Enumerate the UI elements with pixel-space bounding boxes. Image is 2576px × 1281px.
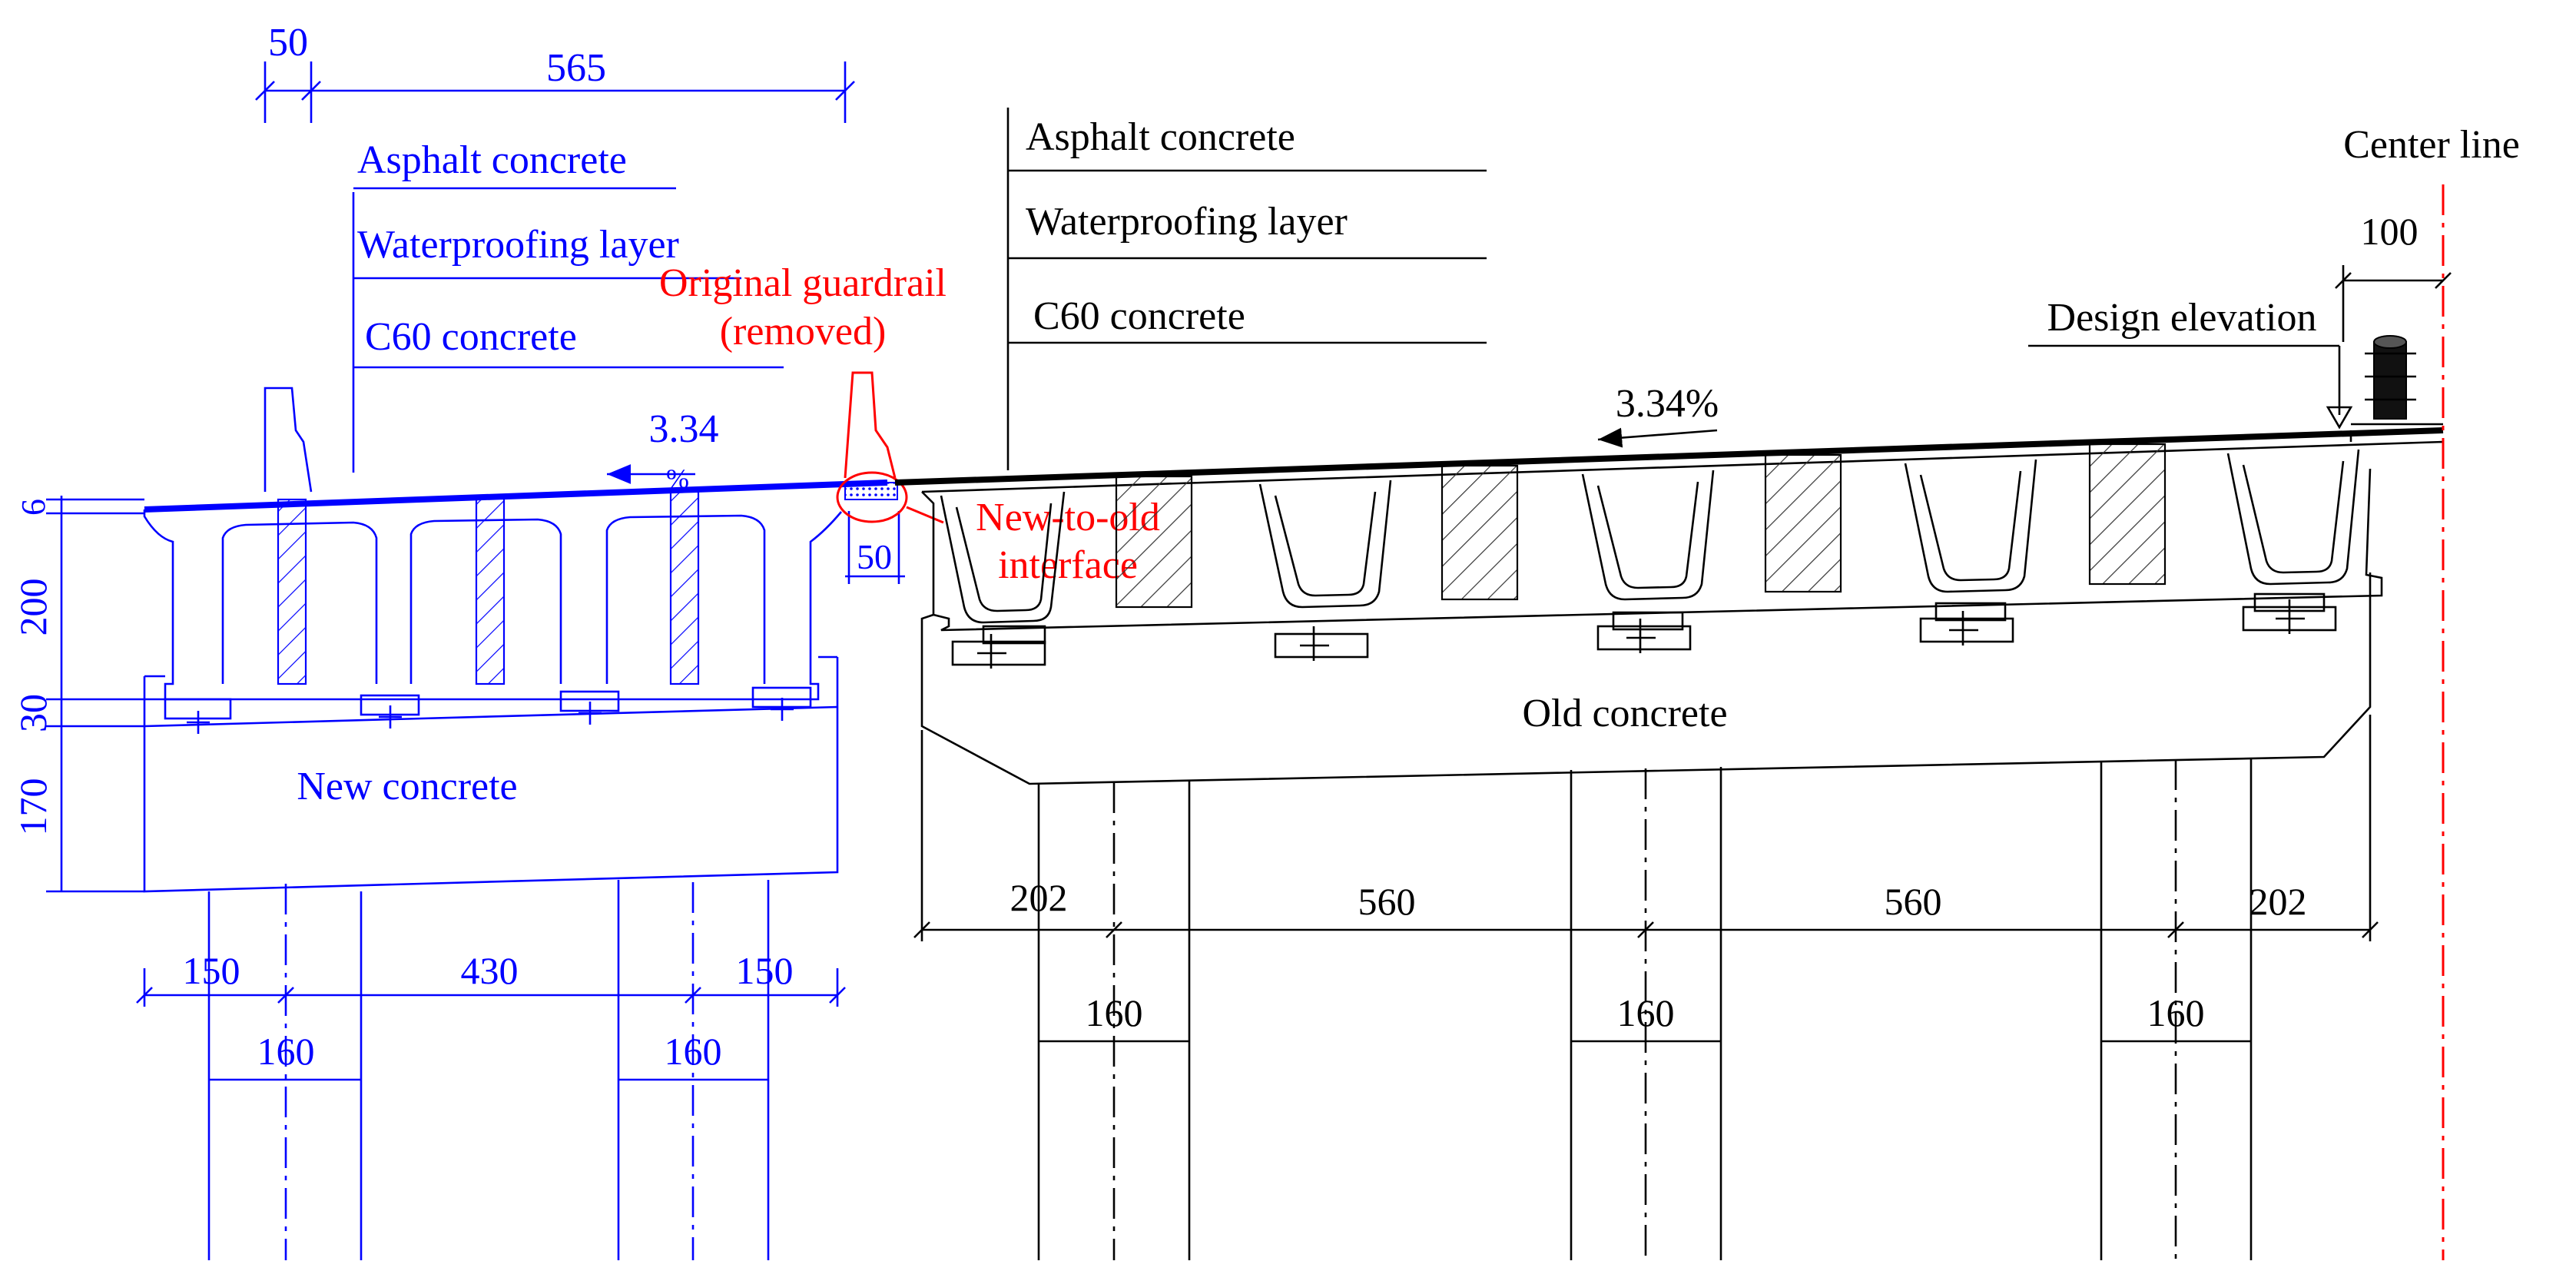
new-top-dimension: 50 565 — [255, 21, 855, 123]
dim-160-old-2: 160 — [1617, 991, 1675, 1034]
old-layer-waterproofing: Waterproofing layer — [1026, 200, 1348, 244]
old-layer-c60: C60 concrete — [1033, 294, 1245, 338]
dim-560-left: 560 — [1358, 880, 1416, 923]
old-concrete-label: Old concrete — [1522, 692, 1727, 735]
dim-200: 200 — [12, 579, 55, 636]
new-guardrail — [264, 387, 313, 493]
interface-label-2: interface — [998, 543, 1138, 587]
new-concrete-label: New concrete — [297, 765, 517, 808]
new-slope-indicator: 3.34 % — [607, 407, 719, 494]
old-bottom-dimensions: 202 560 560 202 160 160 160 — [913, 715, 2379, 1043]
interface-joint-fill — [844, 482, 898, 500]
center-line-label: Center line — [2343, 123, 2520, 167]
dim-560-right: 560 — [1885, 880, 1942, 923]
dim-150-left: 150 — [183, 949, 240, 992]
median-barrier-post — [2351, 335, 2443, 426]
dim-160-old-1: 160 — [1086, 991, 1143, 1034]
old-columns — [1037, 758, 2253, 1260]
design-elevation-label: Design elevation — [2047, 296, 2317, 340]
design-elevation-marker: Design elevation — [2028, 296, 2353, 430]
new-layer-c60: C60 concrete — [365, 315, 577, 359]
dim-202-left: 202 — [1010, 876, 1068, 919]
dim-170: 170 — [12, 778, 55, 836]
new-layer-callouts: Asphalt concrete Waterproofing layer C60… — [352, 138, 784, 473]
dim-50-joint: 50 — [857, 537, 892, 576]
dim-30: 30 — [12, 694, 55, 732]
old-trapezoid-girders — [940, 449, 2360, 624]
dim-202-right: 202 — [2249, 880, 2307, 923]
new-slope-value: 3.34 — [649, 407, 719, 451]
old-layer-callouts: Asphalt concrete Waterproofing layer C60… — [1006, 108, 1487, 470]
new-hatched-joints — [277, 490, 700, 685]
new-columns — [207, 880, 770, 1260]
old-deck-surface — [894, 427, 2444, 486]
joint-width-dimension: 50 — [845, 511, 905, 584]
removed-guardrail — [844, 371, 897, 479]
old-slope-value: 3.34% — [1616, 382, 1719, 426]
dim-150-right: 150 — [736, 949, 794, 992]
new-deck-surface — [144, 480, 888, 513]
new-layer-asphalt: Asphalt concrete — [357, 138, 627, 182]
new-bottom-dimensions: 150 430 150 160 160 — [136, 949, 846, 1081]
old-section: Asphalt concrete Waterproofing layer C60… — [894, 108, 2520, 1260]
old-deck-outline — [921, 468, 2383, 632]
dim-160-new-2: 160 — [665, 1030, 722, 1073]
new-pier-cap — [143, 707, 839, 893]
old-hatched-joints — [1115, 443, 2167, 609]
guardrail-label-2: (removed) — [720, 310, 887, 353]
dim-565-top: 565 — [546, 46, 606, 90]
dim-100-center: 100 — [2361, 210, 2419, 253]
dim-160-old-3: 160 — [2147, 991, 2205, 1034]
new-layer-waterproofing: Waterproofing layer — [357, 223, 679, 267]
old-pier-cap — [920, 572, 2372, 785]
new-section: 50 565 Asphalt concrete Waterproofing la… — [12, 21, 905, 1260]
dim-50-top: 50 — [268, 21, 308, 65]
old-slope-indicator: 3.34% — [1597, 382, 1719, 448]
dim-6: 6 — [15, 499, 52, 516]
old-bearings — [951, 592, 2337, 669]
guardrail-label-1: Original guardrail — [659, 261, 947, 305]
dim-160-new-1: 160 — [257, 1030, 315, 1073]
center-line: Center line 100 — [2335, 123, 2520, 1260]
interface-circle — [836, 471, 908, 523]
old-layer-asphalt: Asphalt concrete — [1026, 115, 1295, 159]
dim-430: 430 — [461, 949, 519, 992]
new-left-dimensions: 6 200 30 170 — [12, 496, 165, 893]
new-bearings — [143, 655, 839, 734]
